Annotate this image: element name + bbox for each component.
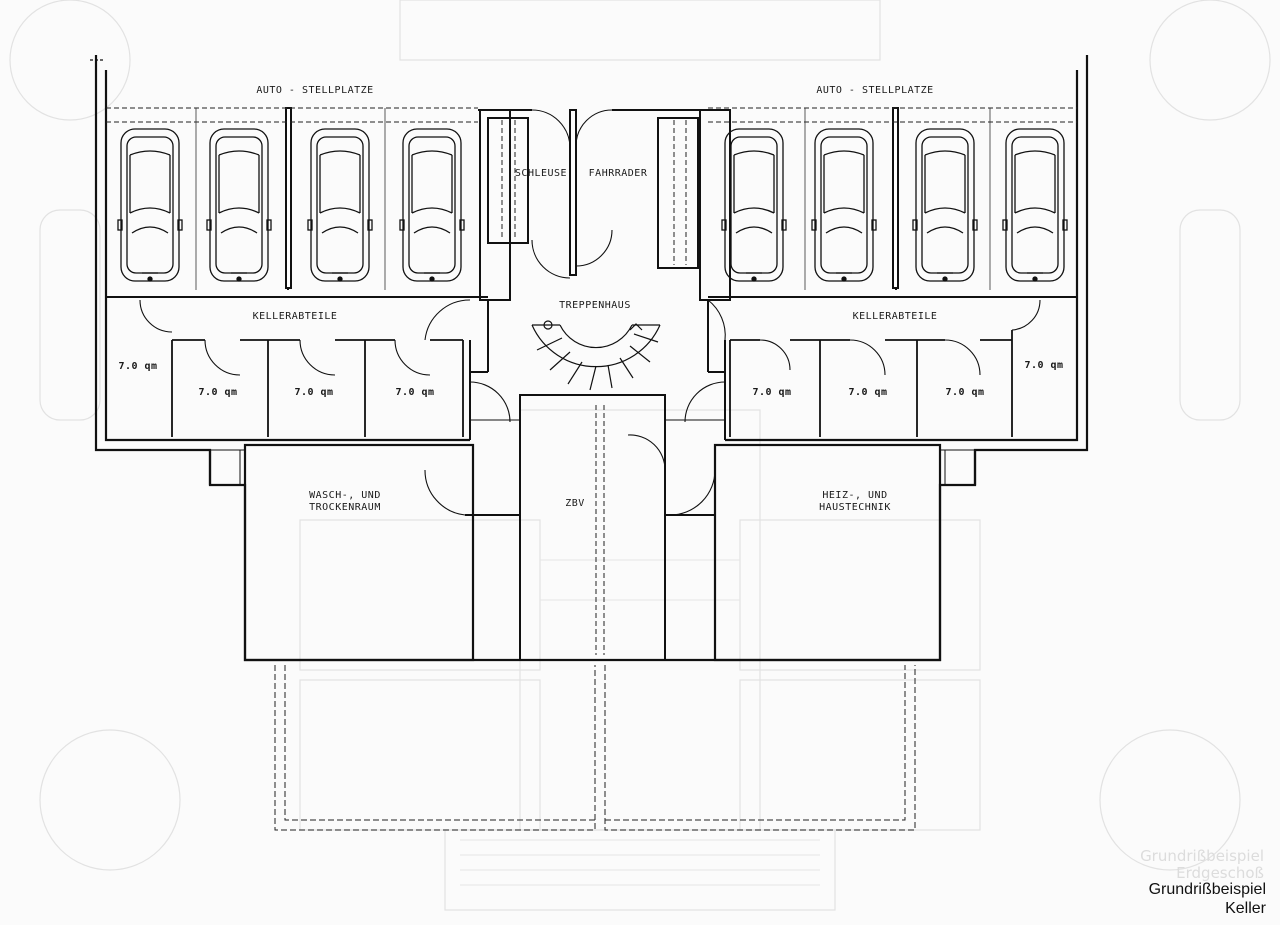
car-outline-part bbox=[220, 226, 258, 234]
label-parking-right: AUTO - STELLPLATZE bbox=[816, 85, 934, 96]
car-outline-part bbox=[408, 136, 456, 274]
car-outline-part bbox=[218, 207, 260, 214]
car-outline-part bbox=[319, 207, 361, 214]
car-icon bbox=[912, 128, 978, 282]
car-outline-part bbox=[823, 207, 865, 214]
caption-subtitle: Keller bbox=[1225, 900, 1266, 917]
car-icon bbox=[206, 128, 272, 282]
car-outline-part bbox=[1016, 226, 1054, 234]
car-outline-part bbox=[751, 276, 757, 282]
car-icon bbox=[307, 128, 373, 282]
car-icon bbox=[811, 128, 877, 282]
car-outline-part bbox=[1014, 207, 1056, 214]
label-laundry: WASCH-, UND TROCKENRAUM bbox=[309, 490, 381, 513]
car-outline-part bbox=[218, 150, 260, 156]
car-outline-part bbox=[811, 219, 817, 231]
car-outline-part bbox=[459, 219, 465, 231]
car-outline-part bbox=[1032, 276, 1038, 282]
cellar-area-5: 7.0 qm bbox=[752, 387, 792, 398]
car-outline-part bbox=[735, 226, 773, 234]
parking-dashed-edges bbox=[106, 107, 1077, 123]
car-outline-part bbox=[129, 150, 171, 156]
car-outline-part bbox=[337, 276, 343, 282]
car-outline-part bbox=[429, 276, 435, 282]
car-icon bbox=[721, 128, 787, 282]
car-outline-part bbox=[942, 276, 948, 282]
car-outline-part bbox=[177, 219, 183, 231]
outer-walls bbox=[94, 55, 1089, 662]
terrace-dashed-outline bbox=[274, 665, 916, 831]
ghost-caption-line2: Erdgeschoß bbox=[1176, 864, 1264, 882]
car-outline-part bbox=[1014, 150, 1056, 156]
car-outline-part bbox=[307, 219, 313, 231]
cellar-area-3: 7.0 qm bbox=[294, 387, 334, 398]
car-outline-part bbox=[411, 207, 453, 214]
car-outline-part bbox=[823, 150, 865, 156]
spiral-stair bbox=[531, 320, 661, 391]
car-outline-part bbox=[926, 226, 964, 234]
ghost-caption: Grundrißbeispiel Erdgeschoß bbox=[1140, 848, 1264, 882]
cellar-area-1: 7.0 qm bbox=[118, 361, 158, 372]
car-outline-part bbox=[733, 207, 775, 214]
label-cellar-left: KELLERABTEILE bbox=[252, 311, 338, 322]
cellar-area-7: 7.0 qm bbox=[945, 387, 985, 398]
car-outline-part bbox=[129, 207, 171, 214]
car-outline-part bbox=[730, 136, 778, 274]
car-outline-part bbox=[924, 150, 966, 156]
cellar-area-6: 7.0 qm bbox=[848, 387, 888, 398]
ground-floor-underlay bbox=[9, 0, 1271, 911]
car-outline-part bbox=[1002, 219, 1008, 231]
car-outline-part bbox=[721, 219, 727, 231]
car-outline-part bbox=[825, 226, 863, 234]
car-outline-part bbox=[131, 226, 169, 234]
car-outline-part bbox=[206, 219, 212, 231]
car-outline-part bbox=[781, 219, 787, 231]
label-heating: HEIZ-, UND HAUSTECHNIK bbox=[819, 490, 891, 513]
cellar-area-2: 7.0 qm bbox=[198, 387, 238, 398]
ghost-caption-line1: Grundrißbeispiel bbox=[1140, 847, 1264, 865]
cellar-compartments bbox=[171, 330, 1013, 437]
label-staircase: TREPPENHAUS bbox=[559, 300, 631, 311]
car-icon bbox=[399, 128, 465, 282]
label-bicycles: FAHRRADER bbox=[588, 168, 648, 179]
car-outline-part bbox=[126, 136, 174, 274]
car-outline-part bbox=[1011, 136, 1059, 274]
car-icon bbox=[117, 128, 183, 282]
caption-title: Grundrißbeispiel bbox=[1148, 881, 1266, 898]
car-icons bbox=[117, 128, 1068, 282]
label-parking-left: AUTO - STELLPLATZE bbox=[256, 85, 374, 96]
car-outline-part bbox=[147, 276, 153, 282]
car-outline-part bbox=[367, 219, 373, 231]
car-outline-part bbox=[921, 136, 969, 274]
car-outline-part bbox=[912, 219, 918, 231]
parking-partitions bbox=[106, 107, 1077, 301]
car-outline-part bbox=[215, 136, 263, 274]
caption: Grundrißbeispiel Keller bbox=[1149, 880, 1266, 918]
cellar-area-8: 7.0 qm bbox=[1024, 360, 1064, 371]
car-outline-part bbox=[733, 150, 775, 156]
car-outline-part bbox=[413, 226, 451, 234]
car-outline-part bbox=[316, 136, 364, 274]
label-zbv: ZBV bbox=[565, 498, 585, 509]
car-outline-part bbox=[871, 219, 877, 231]
car-outline-part bbox=[321, 226, 359, 234]
car-outline-part bbox=[266, 219, 272, 231]
cellar-area-4: 7.0 qm bbox=[395, 387, 435, 398]
car-outline-part bbox=[841, 276, 847, 282]
car-outline-part bbox=[411, 150, 453, 156]
car-outline-part bbox=[399, 219, 405, 231]
car-outline-part bbox=[820, 136, 868, 274]
car-outline-part bbox=[319, 150, 361, 156]
car-outline-part bbox=[236, 276, 242, 282]
car-outline-part bbox=[1062, 219, 1068, 231]
label-cellar-right: KELLERABTEILE bbox=[852, 311, 938, 322]
door-swings bbox=[139, 109, 1041, 516]
car-outline-part bbox=[924, 207, 966, 214]
staircase-walls bbox=[465, 109, 726, 661]
label-airlock: SCHLEUSE bbox=[514, 168, 568, 179]
car-outline-part bbox=[117, 219, 123, 231]
car-outline-part bbox=[972, 219, 978, 231]
car-icon bbox=[1002, 128, 1068, 282]
